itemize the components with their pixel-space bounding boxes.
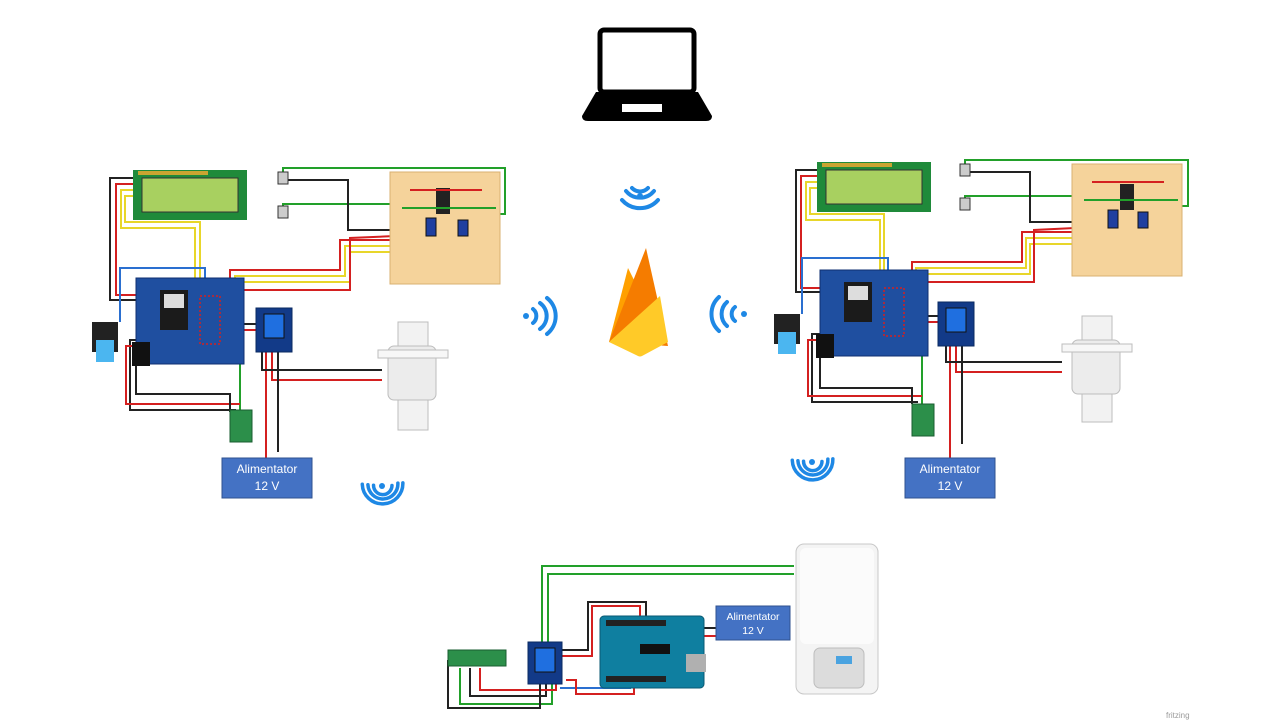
boiler-controller: Alimentator 12 V xyxy=(447,543,879,709)
power-supply-box: Alimentator 12 V xyxy=(715,605,791,641)
humidity-sensor xyxy=(92,322,118,362)
power-supply-label: Alimentator xyxy=(237,462,298,476)
relay-module xyxy=(255,307,293,353)
sensor-node-right: Alimentator 12 V xyxy=(774,159,1189,499)
power-supply-voltage: 12 V xyxy=(742,625,764,637)
firebase-icon xyxy=(609,248,668,357)
wifi-signal-right-icon xyxy=(709,295,747,333)
fritzing-credit: fritzing xyxy=(1166,711,1190,720)
sensor-node-left: Alimentator 12 V xyxy=(92,167,506,499)
power-supply-voltage: 12 V xyxy=(938,479,963,493)
gas-boiler xyxy=(795,543,879,695)
power-supply-box: Alimentator 12 V xyxy=(904,457,996,499)
wifi-signal-left-icon xyxy=(523,296,558,336)
power-supply-label: Alimentator xyxy=(726,611,780,623)
laptop-icon xyxy=(582,27,712,121)
humidity-sensor xyxy=(774,314,800,354)
microcontroller-board xyxy=(816,269,929,358)
arduino-uno-board xyxy=(599,615,706,689)
microcontroller-board xyxy=(132,277,245,366)
push-button xyxy=(277,171,289,185)
rf-module xyxy=(229,409,253,443)
rf-receiver xyxy=(447,649,507,667)
relay-module xyxy=(937,301,975,347)
wifi-signal-left-node-icon xyxy=(360,481,405,506)
wifi-signal-top-icon xyxy=(620,186,660,211)
perfboard xyxy=(389,171,501,285)
power-supply-label: Alimentator xyxy=(920,462,981,476)
power-supply-box: Alimentator 12 V xyxy=(221,457,313,499)
water-flow-sensor xyxy=(377,321,449,431)
push-button xyxy=(277,205,289,219)
push-button xyxy=(959,163,971,177)
relay-module xyxy=(527,641,563,685)
water-flow-sensor xyxy=(1061,315,1133,423)
push-button xyxy=(959,197,971,211)
perfboard xyxy=(1071,163,1183,277)
power-supply-voltage: 12 V xyxy=(255,479,280,493)
lcd-display xyxy=(817,162,931,212)
wifi-signal-right-node-icon xyxy=(790,457,835,482)
rf-module xyxy=(911,403,935,437)
lcd-display xyxy=(133,170,247,220)
